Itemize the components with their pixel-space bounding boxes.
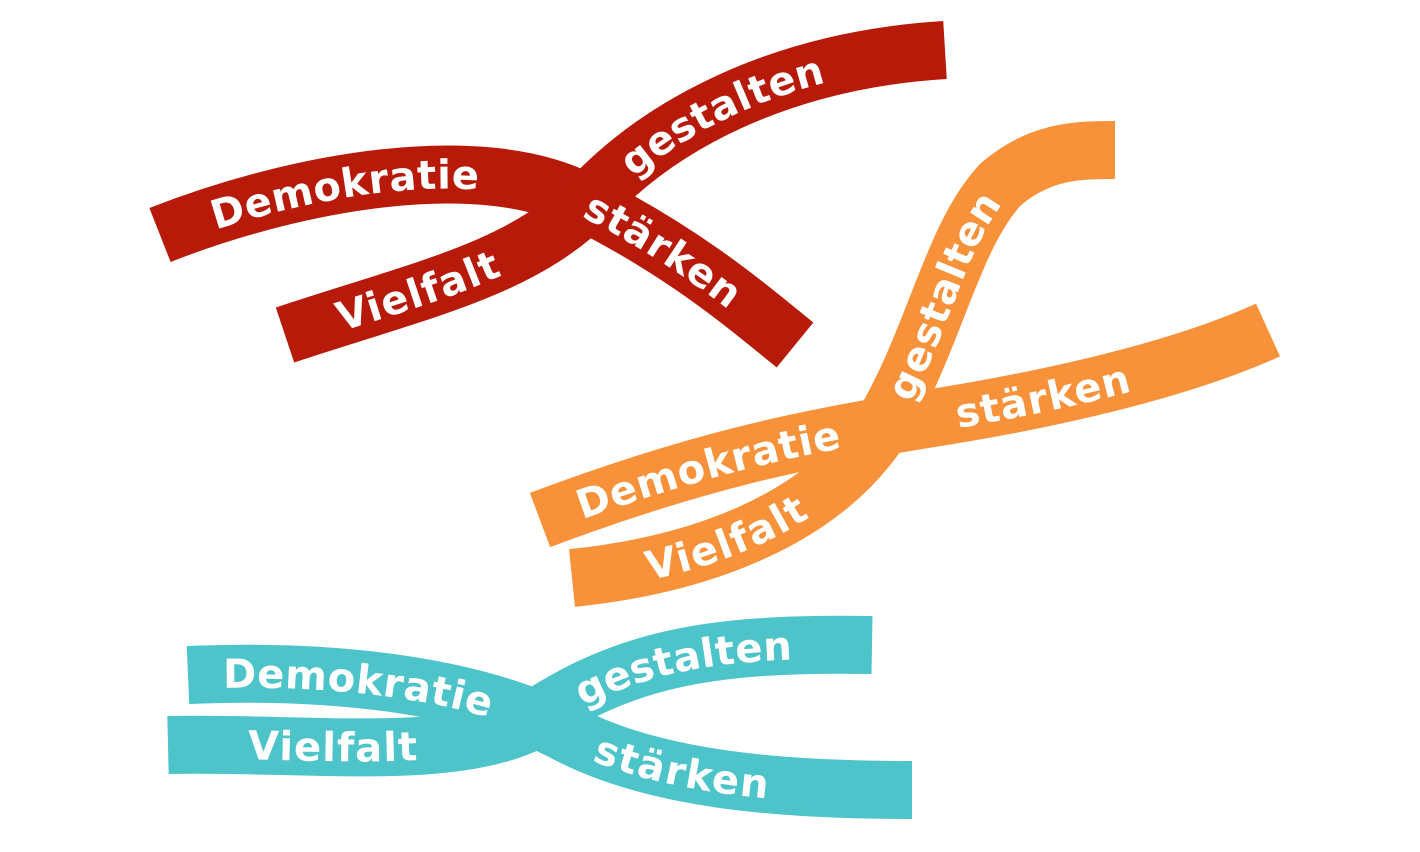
svg-text:stärken: stärken [577, 184, 751, 318]
svg-text:Demokratie: Demokratie [205, 152, 481, 239]
teal-word-vielfalt: Vielfalt [247, 723, 418, 771]
svg-text:Demokratie: Demokratie [223, 652, 499, 728]
red-word-vielfalt: Vielfalt [331, 242, 507, 341]
teal-word-demokratie: Demokratie [223, 652, 498, 728]
svg-text:gestalten: gestalten [567, 623, 793, 715]
svg-text:Vielfalt: Vielfalt [247, 723, 419, 771]
red-word-demokratie: Demokratie [205, 152, 480, 239]
svg-text:Vielfalt: Vielfalt [331, 242, 508, 341]
red-ribbon-group: Demokratie stärken Vielfalt gestalten [160, 47, 945, 345]
teal-word-gestalten: gestalten [567, 623, 792, 715]
teal-ribbon-group: Demokratie stärken Vielfalt gestalten [168, 623, 912, 808]
red-word-staerken: stärken [577, 184, 750, 318]
